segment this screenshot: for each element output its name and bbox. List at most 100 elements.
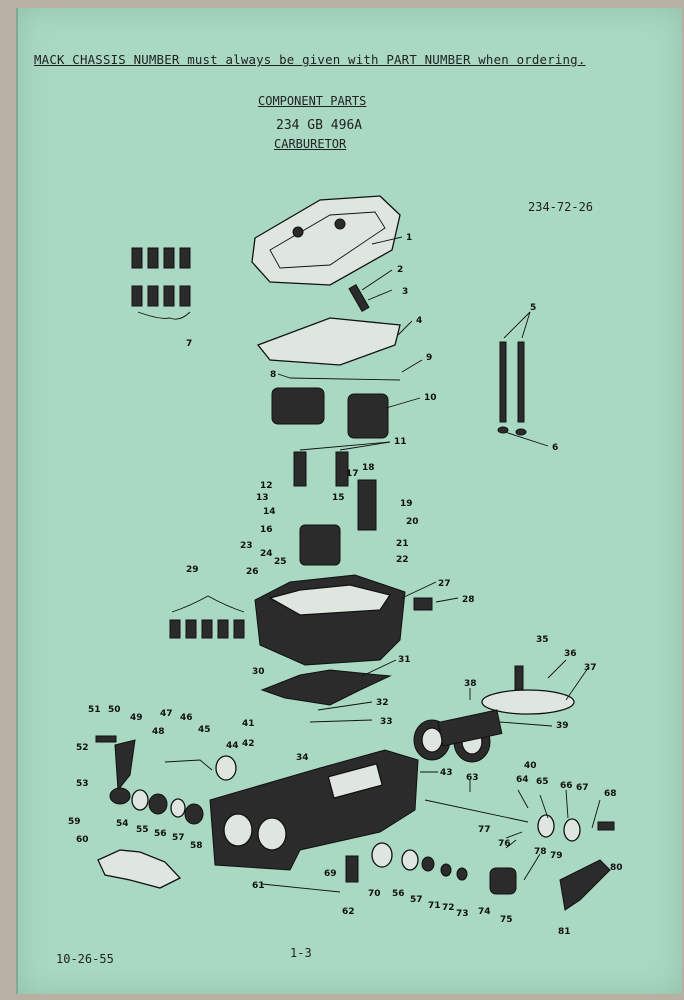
nut-68 [597, 821, 615, 831]
assembly-name: CARBURETOR [274, 137, 347, 151]
float-right [347, 393, 389, 439]
svg-text:52: 52 [76, 743, 89, 753]
svg-text:3: 3 [402, 287, 408, 297]
svg-text:31: 31 [398, 655, 411, 665]
revision-date: 10-26-55 [56, 952, 114, 966]
svg-text:29: 29 [186, 565, 199, 575]
washer-65 [537, 814, 555, 838]
svg-text:19: 19 [400, 499, 413, 509]
jet-11b [335, 451, 349, 487]
svg-text:32: 32 [376, 698, 389, 708]
svg-text:45: 45 [198, 725, 211, 735]
svg-text:72: 72 [442, 903, 455, 913]
venturi-38-39 [413, 709, 503, 763]
needle-valve [357, 479, 377, 531]
svg-text:27: 27 [438, 579, 451, 589]
svg-text:55: 55 [136, 825, 149, 835]
svg-text:54: 54 [116, 819, 129, 829]
screw-set-7 [131, 247, 191, 320]
svg-text:13: 13 [256, 493, 269, 503]
svg-text:76: 76 [498, 839, 511, 849]
svg-text:49: 49 [130, 713, 143, 723]
svg-text:24: 24 [260, 549, 273, 559]
svg-text:79: 79 [550, 851, 563, 861]
washer-66 [563, 818, 581, 842]
stud-5b [517, 341, 525, 423]
svg-text:8: 8 [270, 370, 276, 380]
svg-text:17: 17 [346, 469, 359, 479]
svg-text:66: 66 [560, 781, 573, 791]
svg-text:50: 50 [108, 705, 121, 715]
page-number: 1-3 [290, 946, 312, 960]
section-title: COMPONENT PARTS [258, 94, 367, 108]
svg-text:43: 43 [440, 768, 453, 778]
svg-text:21: 21 [396, 539, 409, 549]
svg-text:6: 6 [552, 443, 558, 453]
callout-labels: 1 2 3 4 5 6 7 8 9 10 11 12 13 14 15 16 1… [68, 233, 623, 937]
svg-text:56: 56 [392, 889, 405, 899]
svg-text:38: 38 [464, 679, 477, 689]
float-left [271, 387, 325, 425]
svg-text:73: 73 [456, 909, 469, 919]
float-shaft [289, 377, 401, 381]
svg-text:60: 60 [76, 835, 89, 845]
svg-text:62: 62 [342, 907, 355, 917]
svg-text:46: 46 [180, 713, 193, 723]
svg-text:25: 25 [274, 557, 287, 567]
svg-text:1: 1 [406, 233, 412, 243]
svg-text:59: 59 [68, 817, 81, 827]
svg-text:44: 44 [226, 741, 239, 751]
svg-text:75: 75 [500, 915, 513, 925]
svg-text:30: 30 [252, 667, 265, 677]
throttle-lever-80 [559, 859, 611, 911]
svg-text:48: 48 [152, 727, 165, 737]
svg-text:57: 57 [172, 833, 185, 843]
svg-text:33: 33 [380, 717, 393, 727]
svg-text:28: 28 [462, 595, 475, 605]
svg-text:9: 9 [426, 353, 432, 363]
svg-text:40: 40 [524, 761, 537, 771]
screw-61 [261, 883, 341, 893]
bowl-body-27 [254, 574, 406, 666]
svg-text:80: 80 [610, 863, 623, 873]
svg-text:2: 2 [397, 265, 403, 275]
svg-text:57: 57 [410, 895, 423, 905]
svg-text:81: 81 [558, 927, 571, 937]
gasket-31 [260, 669, 392, 706]
pump-cylinder [299, 524, 341, 566]
svg-text:22: 22 [396, 555, 409, 565]
svg-text:71: 71 [428, 901, 441, 911]
svg-text:56: 56 [154, 829, 167, 839]
leader-lines [277, 236, 601, 881]
svg-text:61: 61 [252, 881, 265, 891]
throttle-plate-37 [481, 689, 575, 715]
svg-text:16: 16 [260, 525, 273, 535]
svg-text:12: 12 [260, 481, 273, 491]
ordering-notice: MACK CHASSIS NUMBER must always be given… [34, 52, 586, 67]
jet-11a [293, 451, 307, 487]
throttle-shaft-63 [424, 799, 529, 823]
linkage-parts-left [95, 735, 237, 825]
svg-text:18: 18 [362, 463, 375, 473]
svg-text:67: 67 [576, 783, 589, 793]
svg-text:41: 41 [242, 719, 255, 729]
svg-text:14: 14 [263, 507, 276, 517]
svg-text:4: 4 [416, 316, 422, 326]
svg-text:36: 36 [564, 649, 577, 659]
svg-text:23: 23 [240, 541, 253, 551]
svg-text:78: 78 [534, 847, 547, 857]
svg-text:68: 68 [604, 789, 617, 799]
bottom-small-parts [345, 842, 517, 895]
svg-text:69: 69 [324, 869, 337, 879]
plug-28 [413, 597, 433, 611]
svg-text:26: 26 [246, 567, 259, 577]
drawing-number: 234-72-26 [528, 200, 594, 214]
svg-text:64: 64 [516, 775, 529, 785]
svg-text:15: 15 [332, 493, 345, 503]
assembly-part-number: 234 GB 496A [276, 118, 363, 133]
svg-text:47: 47 [160, 709, 173, 719]
gasket-4 [256, 317, 401, 366]
svg-text:51: 51 [88, 705, 101, 715]
svg-text:74: 74 [478, 907, 491, 917]
